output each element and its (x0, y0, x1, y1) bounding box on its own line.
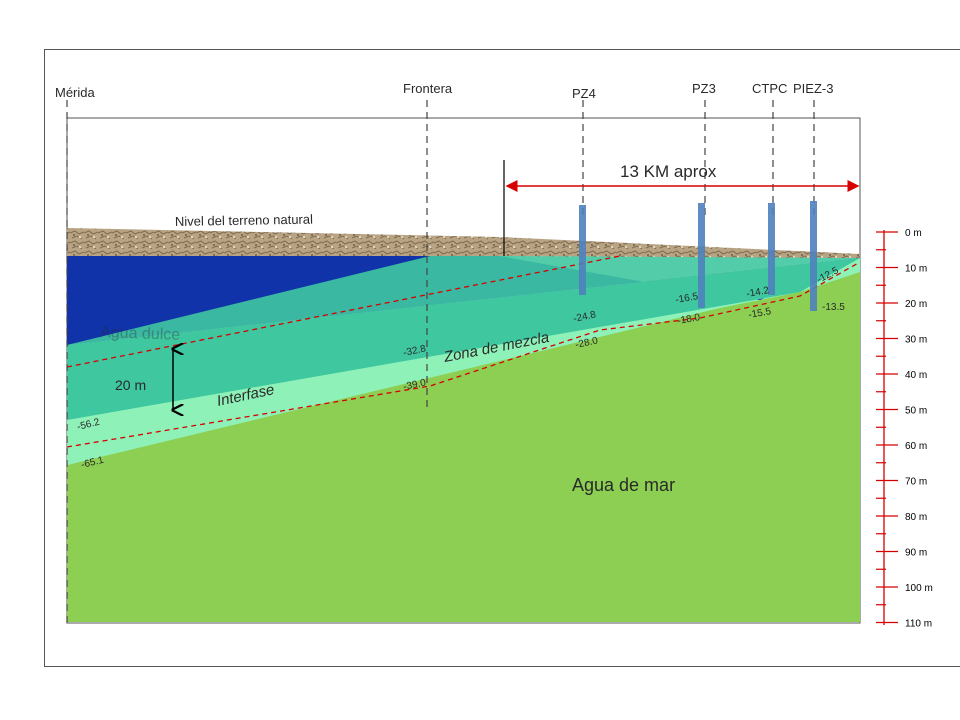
distance-label: 13 KM aprox (620, 162, 717, 181)
mixing-zone-upper (67, 256, 860, 345)
ctpc-label: CTPC (752, 81, 787, 96)
pz4-well (579, 205, 586, 295)
seawater-zone (67, 258, 860, 622)
pz3-top-depth: -16.5 (675, 291, 700, 306)
scale-tick-label: 90 m (905, 548, 927, 559)
pz4-label: PZ4 (572, 86, 596, 101)
lower-dashed-line (66, 261, 861, 448)
pz4-top-depth: -24.8 (572, 309, 597, 325)
ctpc-top-depth: -14.2 (746, 285, 771, 300)
scale-tick-label: 30 m (905, 335, 927, 346)
ctpc-well (768, 203, 775, 295)
freshwater-label: Agua dulce (100, 324, 181, 344)
figure-frame (44, 49, 960, 667)
scale-tick-label: 20 m (905, 299, 927, 310)
seawater-label: Agua de mar (572, 475, 675, 495)
depth-scale: 0 m 10 m 20 m 30 m 40 m 50 m 60 m 70 m 80 m 90 m 1… (876, 228, 933, 630)
ground-label: Nivel del terreno natural (175, 212, 313, 229)
piez3-well (810, 201, 817, 311)
scale-tick-label: 0 m (905, 228, 922, 239)
mixing-zone (67, 258, 860, 420)
thickness-label: 20 m (115, 377, 146, 393)
scale-tick-label: 110 m (905, 619, 932, 630)
frontera-top-depth: -32.8 (402, 343, 427, 359)
ground-surface (67, 228, 860, 258)
pz3-bottom-depth: -18.0 (677, 312, 702, 327)
merida-bottom-depth: -65.1 (80, 455, 105, 471)
scale-tick-label: 70 m (905, 477, 927, 488)
scale-tick-label: 10 m (905, 264, 927, 275)
freshwater-wedge (67, 256, 430, 345)
scale-tick-label: 100 m (905, 583, 933, 594)
scale-tick-label: 80 m (905, 512, 927, 523)
pz3-well (698, 203, 705, 308)
scale-tick-label: 50 m (905, 406, 927, 417)
piez3-label: PIEZ-3 (793, 81, 833, 96)
scale-tick-label: 40 m (905, 370, 927, 381)
merida-top-depth: -56.2 (76, 417, 101, 433)
upper-dashed-line (66, 255, 621, 368)
merida-label: Mérida (55, 85, 96, 100)
pz4-bottom-depth: -28.0 (574, 335, 599, 351)
frontera-label: Frontera (403, 81, 453, 96)
piez3-bottom-depth: -13.5 (822, 302, 845, 313)
scale-tick-label: 60 m (905, 441, 927, 452)
ctpc-bottom-depth: -15.5 (748, 306, 773, 321)
pz3-label: PZ3 (692, 81, 716, 96)
frontera-bottom-depth: -39.0 (402, 377, 427, 393)
